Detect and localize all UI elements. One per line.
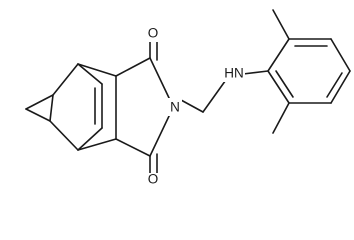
amine-atom-label: HN (224, 66, 244, 81)
atom-labels: O O N HN (145, 24, 245, 186)
bond (52, 63, 79, 96)
bond (77, 63, 117, 77)
bond (77, 127, 103, 151)
bond (275, 70, 294, 98)
bond (267, 70, 290, 104)
chemical-structure-diagram: O O N HN (25, 9, 351, 186)
bond (49, 120, 79, 151)
nitrogen-atom-label: N (170, 100, 180, 115)
bond (25, 94, 54, 110)
bond (330, 70, 351, 104)
bond (326, 72, 343, 98)
oxygen-atom-label: O (148, 26, 159, 41)
bond (272, 9, 290, 40)
bond (115, 57, 151, 77)
bond (77, 63, 103, 85)
bond-lines (25, 9, 351, 179)
bond (202, 76, 229, 113)
bond (330, 38, 351, 72)
bond (149, 113, 171, 157)
bond (267, 38, 290, 72)
bond (77, 138, 117, 151)
bond (242, 70, 269, 75)
bond (115, 138, 151, 157)
bond (25, 108, 51, 122)
oxygen-atom-label: O (148, 172, 159, 187)
bond (272, 102, 290, 134)
bond (180, 99, 204, 113)
bond (149, 57, 171, 101)
bond (49, 94, 54, 122)
